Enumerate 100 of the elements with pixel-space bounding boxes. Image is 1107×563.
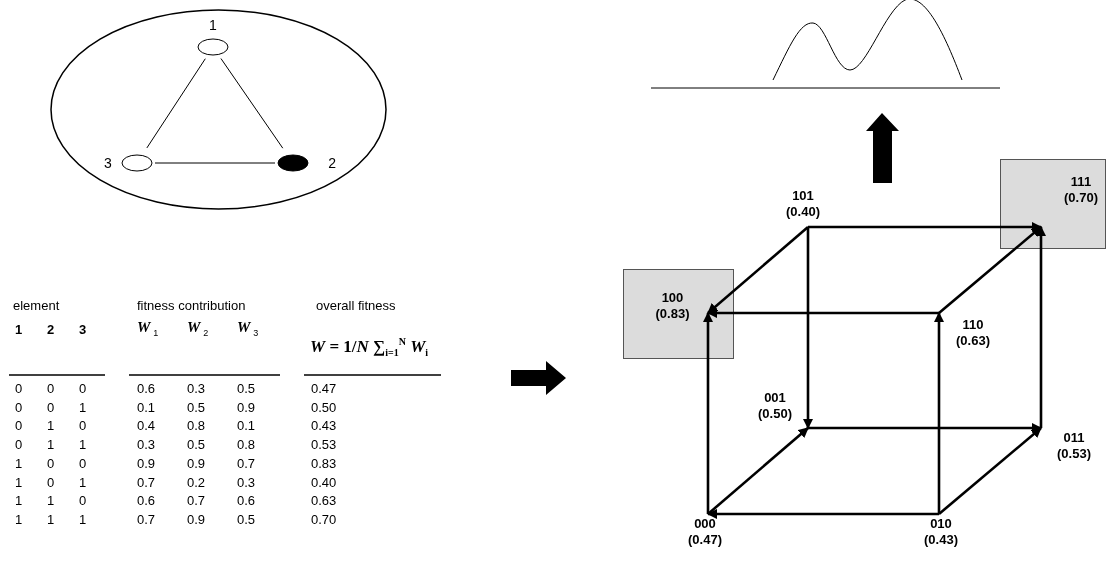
table-cell: 0.50 bbox=[311, 399, 337, 415]
table-cell: 0.8 bbox=[237, 437, 256, 453]
table-cell: 0 bbox=[47, 455, 55, 471]
arrow bbox=[802, 227, 814, 430]
table-cell: 0.40 bbox=[311, 474, 337, 490]
table-cell: 1 bbox=[15, 455, 23, 471]
column-header: element bbox=[13, 298, 60, 313]
table-cell: 1 bbox=[47, 493, 55, 509]
table-cell: 0.6 bbox=[137, 381, 156, 396]
fitness-symbol: W$_{2}$ bbox=[187, 320, 209, 340]
column-header: fitness contribution bbox=[137, 298, 246, 313]
genotype-label: 001 bbox=[763, 390, 787, 406]
table-cell: 0.53 bbox=[311, 437, 337, 453]
table-cell: 1 bbox=[15, 511, 23, 527]
fitness-formula: W = 1/N ∑$_{i=1}$$^{N}$ W$_{i}$ bbox=[310, 335, 429, 361]
table-cell: 0.9 bbox=[187, 455, 206, 471]
column-header: overall fitness bbox=[316, 298, 396, 313]
element-number: 1 bbox=[209, 18, 217, 33]
table-cell: 0.9 bbox=[137, 455, 156, 471]
element-number: 3 bbox=[104, 156, 112, 171]
table-cell: 0 bbox=[79, 381, 87, 396]
connection-line bbox=[146, 58, 206, 149]
genotype-label: 101 bbox=[791, 188, 815, 204]
arrow bbox=[938, 427, 1042, 515]
table-cell: 0 bbox=[15, 437, 23, 453]
table-cell: 0 bbox=[79, 493, 87, 509]
table-cell: 1 bbox=[79, 474, 87, 490]
fitness-value: (0.70) bbox=[1063, 190, 1099, 206]
arrow bbox=[706, 508, 939, 520]
table-cell: 0.3 bbox=[137, 437, 156, 453]
table-cell: 0.3 bbox=[237, 474, 256, 490]
arrow bbox=[938, 226, 1042, 314]
table-cell: 0.9 bbox=[237, 399, 256, 415]
table-cell: 0.5 bbox=[237, 511, 256, 527]
table-cell: 0.7 bbox=[137, 511, 156, 527]
fitness-value: (0.50) bbox=[757, 406, 793, 422]
arrow bbox=[702, 311, 714, 514]
table-cell: 0 bbox=[79, 418, 87, 434]
state-box bbox=[1000, 159, 1106, 249]
genotype-label: 010 bbox=[929, 516, 953, 532]
genotype-label: 011 bbox=[1062, 430, 1086, 446]
table-cell: 1 bbox=[15, 493, 23, 509]
genotype-label: 111 bbox=[1069, 174, 1093, 190]
fitness-value: (0.63) bbox=[955, 333, 991, 349]
element-number: 2 bbox=[328, 156, 336, 171]
table-cell: 0 bbox=[79, 455, 87, 471]
table-cell: 0.6 bbox=[237, 493, 256, 509]
table-cell: 0.2 bbox=[187, 474, 206, 490]
table-cell: 0.7 bbox=[137, 474, 156, 490]
table-cell: 0.83 bbox=[311, 455, 337, 471]
fitness-value: (0.43) bbox=[923, 532, 959, 548]
table-cell: 0 bbox=[15, 418, 23, 434]
genotype-label: 000 bbox=[693, 516, 717, 532]
table-cell: 0.70 bbox=[311, 511, 337, 527]
element-index: 2 bbox=[47, 322, 55, 337]
arrow bbox=[808, 422, 1043, 434]
fitness-value: (0.47) bbox=[687, 532, 723, 548]
fitness-value: (0.53) bbox=[1056, 446, 1092, 462]
table-cell: 1 bbox=[79, 437, 87, 453]
arrow bbox=[933, 311, 945, 514]
state-box bbox=[623, 269, 734, 359]
table-cell: 0.9 bbox=[187, 511, 206, 527]
arrow bbox=[707, 226, 809, 314]
table-cell: 0 bbox=[47, 381, 55, 396]
table-cell: 0.7 bbox=[237, 455, 256, 471]
table-cell: 0.5 bbox=[237, 381, 256, 396]
fitness-value: (0.40) bbox=[785, 204, 821, 220]
table-cell: 1 bbox=[15, 474, 23, 490]
arrow bbox=[707, 427, 809, 515]
table-cell: 1 bbox=[47, 418, 55, 434]
table-cell: 0.6 bbox=[137, 493, 156, 509]
table-cell: 0.7 bbox=[187, 493, 206, 509]
table-cell: 0.47 bbox=[311, 381, 337, 396]
table-cell: 0 bbox=[15, 399, 23, 415]
genotype-label: 110 bbox=[961, 317, 985, 333]
table-cell: 0.4 bbox=[137, 418, 156, 434]
genotype-label: 100 bbox=[660, 290, 685, 306]
table-cell: 0.5 bbox=[187, 399, 206, 415]
table-cell: 0.1 bbox=[237, 418, 256, 434]
fitness-symbol: W$_{1}$ bbox=[137, 320, 159, 340]
table-cell: 0 bbox=[15, 381, 23, 396]
arrow bbox=[808, 221, 1043, 233]
table-cell: 0.8 bbox=[187, 418, 206, 434]
fitness-symbol: W$_{3}$ bbox=[237, 320, 259, 340]
fitness-value: (0.83) bbox=[654, 306, 691, 322]
table-cell: 0 bbox=[47, 399, 55, 415]
table-cell: 0 bbox=[47, 474, 55, 490]
table-cell: 0.5 bbox=[187, 437, 206, 453]
table-cell: 1 bbox=[79, 399, 87, 415]
table-cell: 1 bbox=[47, 437, 55, 453]
element-index: 1 bbox=[15, 322, 23, 337]
connection-line bbox=[220, 58, 284, 149]
table-cell: 0.3 bbox=[187, 381, 206, 396]
table-cell: 1 bbox=[79, 511, 87, 527]
table-cell: 0.43 bbox=[311, 418, 337, 434]
table-cell: 0.63 bbox=[311, 493, 337, 509]
element-index: 3 bbox=[79, 322, 87, 337]
table-cell: 1 bbox=[47, 511, 55, 527]
arrow bbox=[706, 307, 939, 319]
connection-line bbox=[154, 162, 276, 164]
